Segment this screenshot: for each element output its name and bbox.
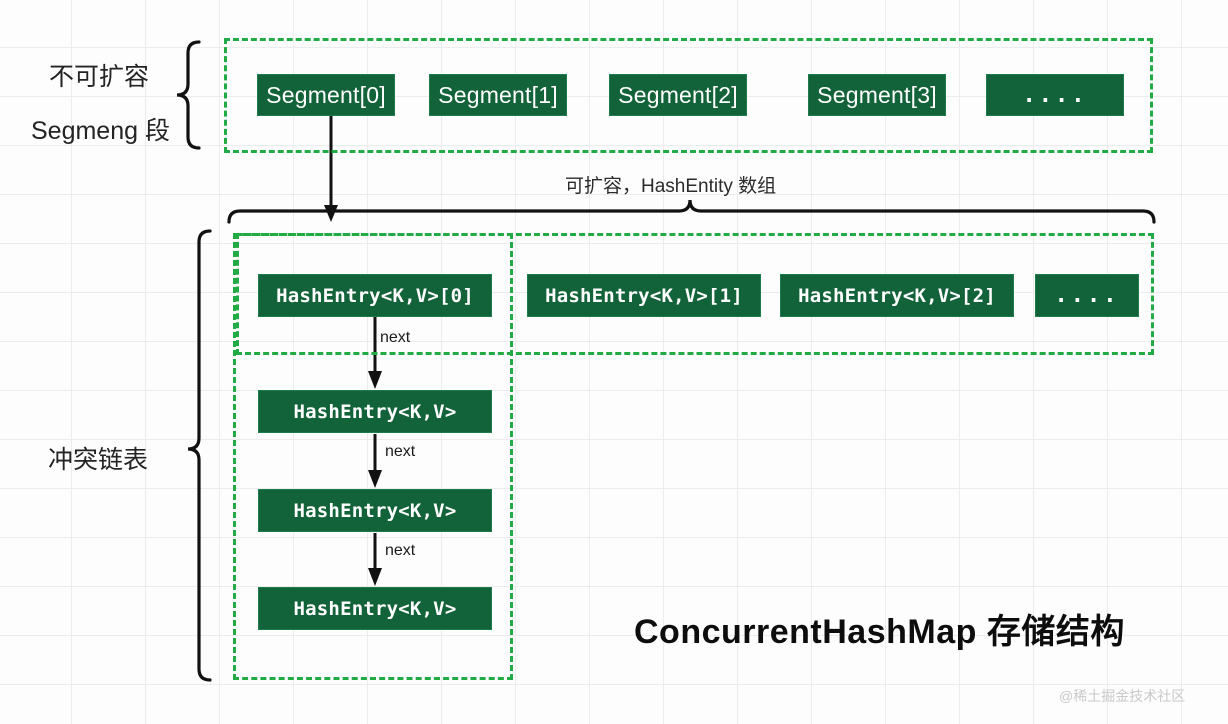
segment-box-3[interactable]: Segment[3] [808,74,946,116]
hash-entry-box-0[interactable]: HashEntry<K,V>[0] [258,274,492,317]
hash-entry-box-ellipsis-label: .... [1054,283,1120,308]
next-label-1: next [380,329,411,346]
hash-entry-box-1[interactable]: HashEntry<K,V>[1] [527,274,761,317]
chain-group-label: 冲突链表 [48,446,149,474]
segment-box-1-label: Segment[1] [438,81,558,108]
chain-node-0-label: HashEntry<K,V> [293,400,457,423]
segment-box-0-label: Segment[0] [266,81,386,108]
hash-entry-box-0-label: HashEntry<K,V>[0] [276,284,474,307]
chain-group-brace [187,229,212,682]
collision-chain-container [233,233,513,680]
next-label-2: next [385,443,416,460]
segment-group-label-line2: Segmeng 段 [31,117,170,145]
segment-to-array-arrowhead [324,205,338,222]
segment-box-0[interactable]: Segment[0] [257,74,395,116]
diagram-title: ConcurrentHashMap 存储结构 [634,613,1125,651]
hash-entry-array-container [236,233,1154,355]
segment-group-label-line1: 不可扩容 [49,63,150,91]
chain-node-2[interactable]: HashEntry<K,V> [258,587,492,630]
chain-node-0[interactable]: HashEntry<K,V> [258,390,492,433]
watermark: @稀土掘金技术社区 [1059,688,1186,704]
array-brace-caption: 可扩容，HashEntity 数组 [565,176,777,197]
segment-box-3-label: Segment[3] [817,81,937,108]
array-brace [227,199,1156,224]
segment-box-2-label: Segment[2] [618,81,738,108]
hash-entry-box-ellipsis[interactable]: .... [1035,274,1139,317]
hash-entry-box-2-label: HashEntry<K,V>[2] [798,284,996,307]
hash-entry-box-1-label: HashEntry<K,V>[1] [545,284,743,307]
segment-group-brace [176,40,201,150]
chain-node-1-label: HashEntry<K,V> [293,499,457,522]
chain-node-2-label: HashEntry<K,V> [293,597,457,620]
chain-node-1[interactable]: HashEntry<K,V> [258,489,492,532]
segment-box-1[interactable]: Segment[1] [429,74,567,116]
segment-box-2[interactable]: Segment[2] [609,74,747,116]
next-label-3: next [385,542,416,559]
hash-entry-box-2[interactable]: HashEntry<K,V>[2] [780,274,1014,317]
segment-array-container [224,38,1153,153]
segment-box-ellipsis[interactable]: .... [986,74,1124,116]
segment-box-ellipsis-label: .... [1022,82,1088,108]
